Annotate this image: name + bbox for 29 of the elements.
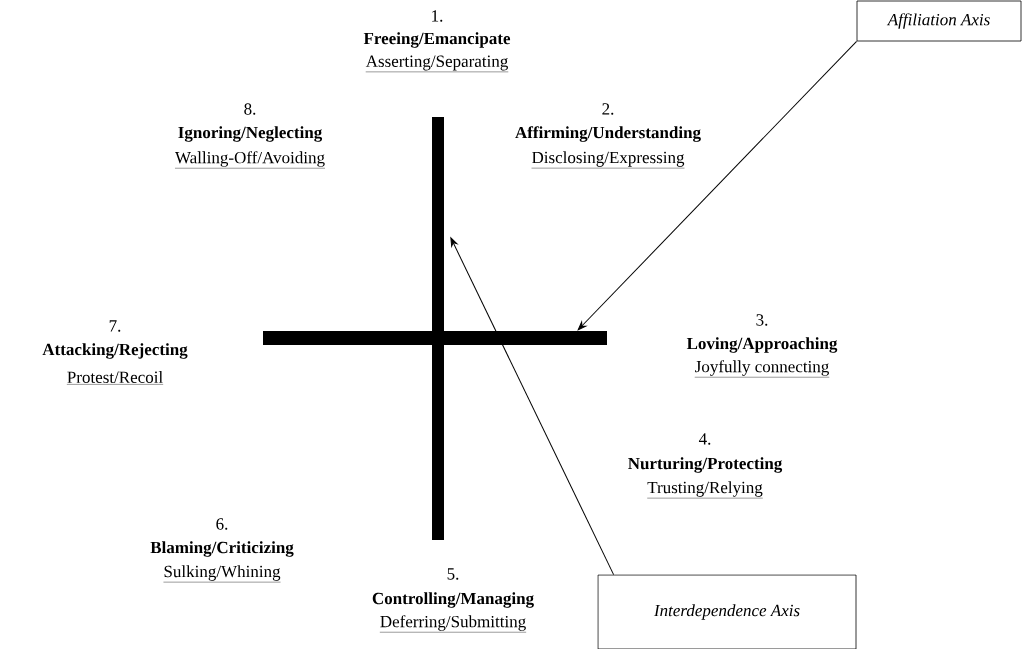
octant-subtitle: Sulking/Whining [163,565,281,583]
octant-subtitle: Trusting/Relying [647,481,763,499]
octant-number: 4. [698,433,711,445]
octant-number: 8. [244,103,256,115]
octant-number: 1. [432,10,443,22]
octant-number: 6. [216,518,228,530]
octant-subtitle: Protest/Recoil [66,371,164,385]
octant-title: Controlling/Managing [372,592,534,608]
octant-title: Ignoring/Neglecting [178,126,323,142]
octant-title: Loving/Approaching [686,337,838,353]
axis-label-box: Interdependence Axis [597,574,857,649]
axis-bar [432,117,444,540]
octant-title: Attacking/Rejecting [42,343,188,359]
octant-title: Blaming/Criticizing [150,541,294,557]
octant-subtitle: Joyfully connecting [694,360,830,378]
octant-subtitle: Walling-Off/Avoiding [174,151,326,169]
octant-subtitle: Asserting/Separating [365,55,509,73]
octant-number: 7. [109,320,121,332]
octant-title: Nurturing/Protecting [628,457,783,473]
octant-subtitle: Disclosing/Expressing [531,151,685,169]
leader-arrow [450,237,615,576]
octant-title: Affirming/Understanding [515,126,701,142]
axis-label-box: Affiliation Axis [856,0,1022,42]
octant-title: Freeing/Emancipate [363,32,511,48]
octant-subtitle: Deferring/Submitting [379,615,527,633]
leader-arrow [577,40,858,331]
octant-number: 5. [447,568,459,580]
octant-number: 3. [756,314,768,326]
octant-number: 2. [602,103,614,115]
